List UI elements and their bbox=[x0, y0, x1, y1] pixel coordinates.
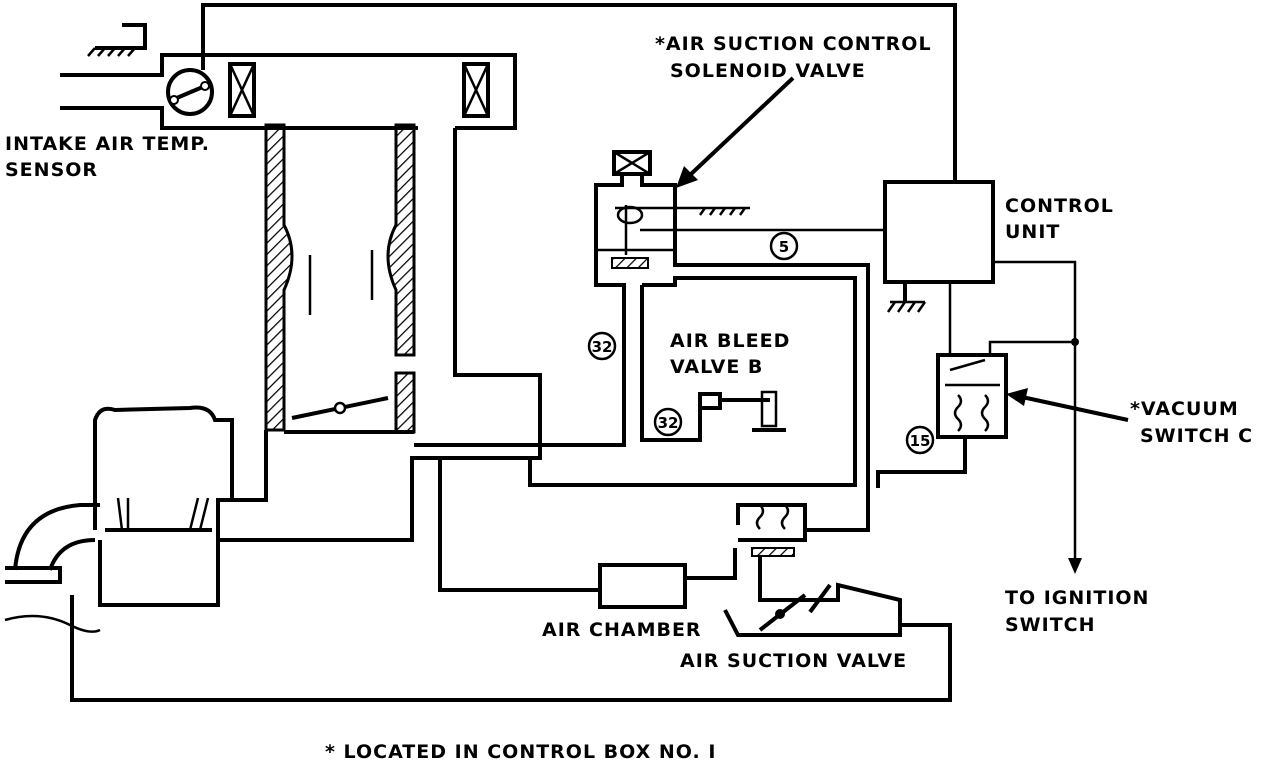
engine bbox=[4, 405, 234, 633]
intake-air-temp-label-line2: SENSOR bbox=[5, 159, 98, 181]
solenoid-valve bbox=[414, 150, 885, 532]
control-unit bbox=[883, 180, 1082, 574]
svg-text:5: 5 bbox=[779, 238, 789, 256]
air-chamber-label: AIR CHAMBER bbox=[542, 619, 702, 641]
svg-text:32: 32 bbox=[592, 338, 613, 356]
connector-number-32a: 32 bbox=[587, 331, 617, 361]
filter-element-2 bbox=[462, 62, 490, 118]
intake-air-temp-sensor bbox=[166, 3, 957, 182]
intake-duct bbox=[60, 23, 517, 130]
throttle-body bbox=[216, 123, 542, 542]
solenoid-pointer-arrow bbox=[676, 76, 795, 188]
connector-number-5: 5 bbox=[769, 231, 799, 261]
filter-element-1 bbox=[228, 62, 256, 118]
air-suction-valve-body bbox=[723, 503, 902, 637]
return-pipe bbox=[70, 595, 952, 702]
air-bleed-label-line2: VALVE B bbox=[670, 356, 763, 378]
ignition-label-line1: TO IGNITION bbox=[1005, 587, 1149, 609]
solenoid-label-line2: SOLENOID VALVE bbox=[670, 60, 866, 82]
air-chamber bbox=[438, 458, 737, 609]
air-suction-valve-label: AIR SUCTION VALVE bbox=[680, 650, 907, 672]
air-bleed-label-line1: AIR BLEED bbox=[670, 330, 790, 352]
ignition-label-line2: SWITCH bbox=[1005, 614, 1096, 636]
vacuum-switch-pointer-arrow bbox=[1006, 388, 1129, 422]
connector-number-32b: 32 bbox=[653, 407, 683, 437]
connector-number-15: 15 bbox=[905, 425, 935, 455]
intake-air-temp-label-line1: INTAKE AIR TEMP. bbox=[5, 133, 210, 155]
vacuum-switch-label-line2: SWITCH C bbox=[1140, 425, 1253, 447]
svg-text:32: 32 bbox=[658, 414, 679, 432]
solenoid-label-line1: *AIR SUCTION CONTROL bbox=[655, 33, 932, 55]
vacuum-switch-label-line1: *VACUUM bbox=[1130, 398, 1239, 420]
footnote: * LOCATED IN CONTROL BOX NO. I bbox=[325, 741, 716, 763]
vacuum-switch-c bbox=[876, 353, 1008, 488]
air-bleed-valve-b bbox=[698, 390, 786, 432]
control-unit-label-line1: CONTROL bbox=[1005, 195, 1114, 217]
control-unit-label-line2: UNIT bbox=[1005, 221, 1060, 243]
svg-text:15: 15 bbox=[910, 432, 931, 450]
